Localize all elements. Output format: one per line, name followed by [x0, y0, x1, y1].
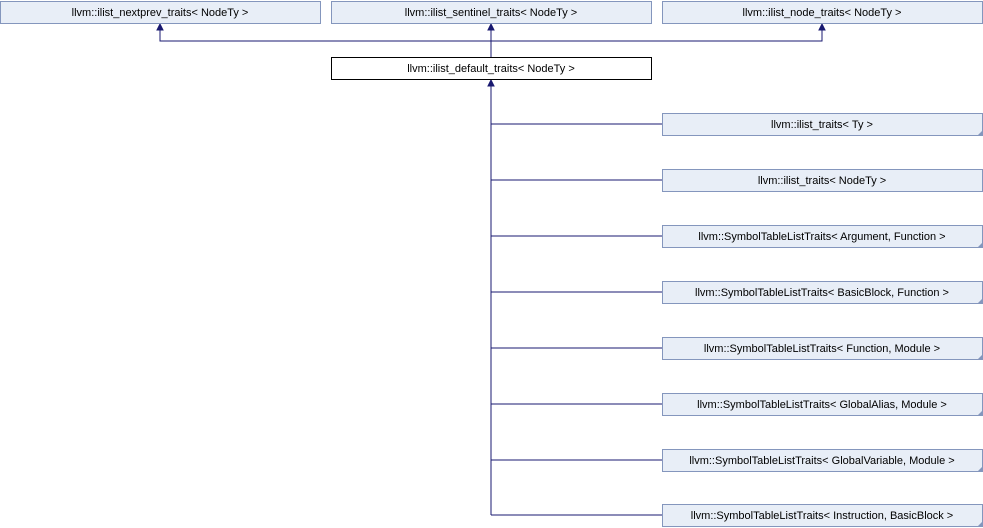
arrow-current: [487, 78, 495, 87]
derived-node-7[interactable]: llvm::SymbolTableListTraits< Instruction…: [662, 504, 983, 528]
derived-node-2-label: llvm::SymbolTableListTraits< Argument, F…: [698, 231, 945, 243]
base-node-node[interactable]: llvm::ilist_node_traits< NodeTy >: [662, 1, 983, 24]
derived-node-4-corner: [977, 354, 983, 360]
base-node-nextprev-box: [0, 1, 321, 24]
current-class-node: llvm::ilist_default_traits< NodeTy >: [331, 57, 652, 80]
derived-node-0-label: llvm::ilist_traits< Ty >: [771, 119, 873, 131]
derived-edges: [487, 78, 663, 516]
derived-node-3-corner: [977, 298, 983, 304]
derived-node-5-corner: [977, 410, 983, 416]
base-edges: [156, 22, 826, 57]
derived-node-4-label: llvm::SymbolTableListTraits< Function, M…: [704, 343, 940, 355]
arrow-nextprev: [156, 22, 164, 31]
derived-node-2[interactable]: llvm::SymbolTableListTraits< Argument, F…: [662, 225, 983, 249]
derived-node-6-corner: [977, 466, 983, 472]
arrow-node: [818, 22, 826, 31]
base-node-sentinel-box: [331, 1, 652, 24]
derived-node-1-label: llvm::ilist_traits< NodeTy >: [758, 175, 886, 187]
derived-node-2-corner: [977, 242, 983, 248]
derived-node-4[interactable]: llvm::SymbolTableListTraits< Function, M…: [662, 337, 983, 361]
derived-node-0-corner: [977, 130, 983, 136]
edge-to-nextprev: [159, 30, 492, 57]
base-node-nextprev[interactable]: llvm::ilist_nextprev_traits< NodeTy >: [0, 1, 321, 24]
current-class-box: [331, 57, 652, 80]
derived-node-3-label: llvm::SymbolTableListTraits< BasicBlock,…: [695, 287, 949, 299]
base-node-nextprev-label: llvm::ilist_nextprev_traits< NodeTy >: [72, 7, 249, 19]
derived-node-3[interactable]: llvm::SymbolTableListTraits< BasicBlock,…: [662, 281, 983, 305]
derived-node-6-label: llvm::SymbolTableListTraits< GlobalVaria…: [689, 455, 954, 467]
current-class-label: llvm::ilist_default_traits< NodeTy >: [407, 63, 575, 75]
base-node-sentinel-label: llvm::ilist_sentinel_traits< NodeTy >: [405, 7, 577, 19]
base-node-sentinel[interactable]: llvm::ilist_sentinel_traits< NodeTy >: [331, 1, 652, 24]
base-node-node-label: llvm::ilist_node_traits< NodeTy >: [743, 7, 902, 19]
derived-node-1[interactable]: llvm::ilist_traits< NodeTy >: [662, 169, 983, 192]
derived-node-7-corner: [977, 521, 983, 527]
derived-node-5[interactable]: llvm::SymbolTableListTraits< GlobalAlias…: [662, 393, 983, 417]
derived-node-0[interactable]: llvm::ilist_traits< Ty >: [662, 113, 983, 137]
derived-node-6[interactable]: llvm::SymbolTableListTraits< GlobalVaria…: [662, 449, 983, 473]
derived-node-5-label: llvm::SymbolTableListTraits< GlobalAlias…: [697, 399, 947, 411]
derived-node-7-label: llvm::SymbolTableListTraits< Instruction…: [691, 510, 953, 522]
arrow-sentinel: [487, 22, 495, 31]
edge-to-node: [491, 30, 823, 42]
